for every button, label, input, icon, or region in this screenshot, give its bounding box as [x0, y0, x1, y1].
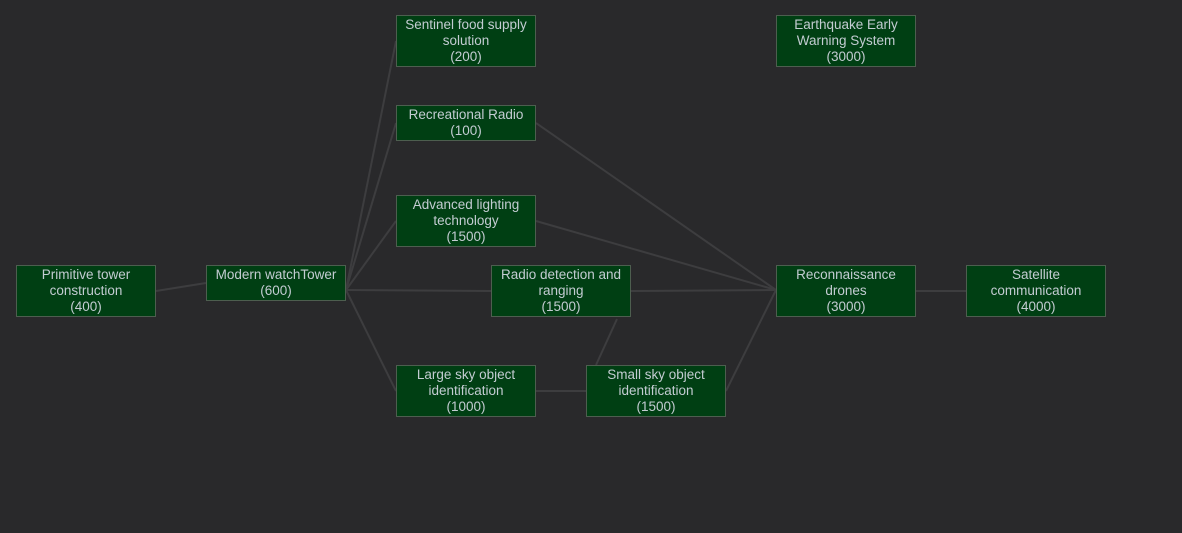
node-cost: (100) — [450, 123, 482, 138]
edge-modern-large — [345, 289, 397, 392]
node-label: Sentinel food supply — [405, 17, 527, 32]
edge-radio-recon — [630, 289, 777, 292]
node-label: Radio detection and — [500, 267, 622, 282]
edge-recreational-recon — [535, 122, 777, 291]
edge-modern-advanced — [345, 220, 397, 291]
edge-advanced-recon — [535, 220, 777, 291]
edge-modern-radio — [345, 289, 492, 292]
node-cost: (3000) — [826, 299, 866, 314]
node-label: identification — [618, 383, 694, 398]
edge-modern-recreational — [345, 122, 397, 291]
tech-node-recreational[interactable]: Recreational Radio(100) — [396, 105, 536, 141]
edge-radio-small — [595, 318, 618, 366]
node-cost: (3000) — [826, 49, 866, 64]
edge-small-recon — [725, 289, 777, 392]
node-label: Recreational Radio — [408, 107, 524, 122]
node-label: communication — [990, 283, 1082, 298]
edge-primitive-modern — [155, 282, 207, 292]
node-cost: (200) — [450, 49, 482, 64]
node-cost: (1500) — [636, 399, 676, 414]
node-label: Earthquake Early — [794, 17, 898, 32]
node-label: construction — [49, 283, 123, 298]
node-label: Large sky object — [416, 367, 516, 382]
node-label: Warning System — [796, 33, 896, 48]
node-label: Reconnaissance — [796, 267, 896, 282]
node-label: identification — [428, 383, 504, 398]
node-cost: (1500) — [541, 299, 581, 314]
node-cost: (1500) — [446, 229, 486, 244]
node-label: solution — [442, 33, 490, 48]
node-label: Advanced lighting — [412, 197, 520, 212]
tech-node-modern[interactable]: Modern watchTower(600) — [206, 265, 346, 301]
node-label: ranging — [538, 283, 584, 298]
node-label: Primitive tower — [41, 267, 131, 282]
node-label: Small sky object — [607, 367, 705, 382]
node-cost: (400) — [70, 299, 102, 314]
edge-modern-sentinel — [345, 40, 397, 291]
node-cost: (600) — [260, 283, 292, 298]
node-label: technology — [433, 213, 499, 228]
node-label: Modern watchTower — [215, 267, 337, 282]
node-cost: (1000) — [446, 399, 486, 414]
node-cost: (4000) — [1016, 299, 1056, 314]
node-label: drones — [825, 283, 867, 298]
node-label: Satellite — [1011, 267, 1061, 282]
